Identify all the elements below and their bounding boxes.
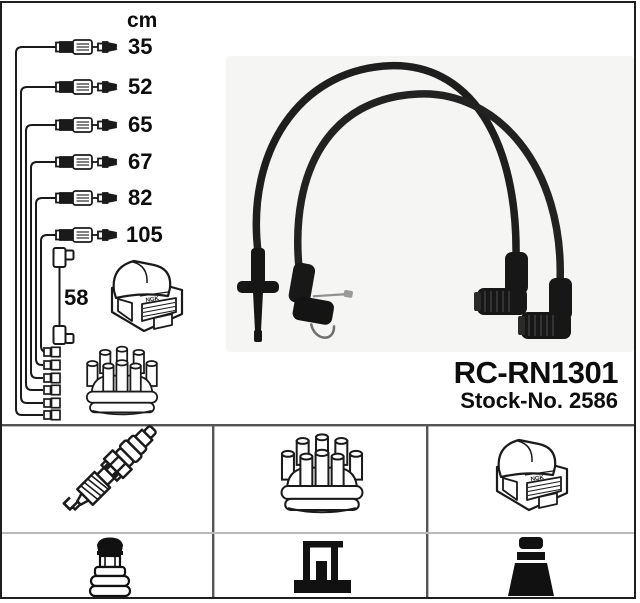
- coil-boot-icon: [508, 537, 554, 596]
- coil-lead-drawing: [52, 247, 75, 345]
- product-reference: RC-RN1301: [453, 355, 619, 390]
- ignition-coil-drawing: [110, 259, 184, 333]
- elbow-boot-1: [474, 252, 528, 315]
- stock-number: Stock-No. 2586: [460, 388, 618, 413]
- harness-bracket-lines: [15, 46, 57, 416]
- straight-boot: [237, 248, 279, 342]
- distributor-terminal-stubs: [43, 346, 61, 421]
- cable-length-label-6: 105: [126, 222, 163, 247]
- cable-length-label-5: 82: [128, 185, 153, 210]
- cable-row-drawings: [55, 39, 117, 243]
- coil-lead-length-label: 58: [64, 285, 89, 310]
- elbow-boot-2: [518, 278, 572, 339]
- cable-photo: [226, 56, 634, 352]
- cable-length-label-3: 65: [128, 112, 153, 137]
- ignition-coil-icon: [495, 438, 569, 512]
- cable-length-label-1: 35: [128, 34, 153, 59]
- outer-cable: [252, 62, 520, 262]
- spark-plug-boot-icon: [88, 537, 132, 598]
- legend-grid-lines: [0, 424, 636, 598]
- inner-cable: [294, 90, 564, 288]
- cable-length-label-2: 52: [128, 74, 153, 99]
- photo-background: [226, 56, 634, 352]
- unit-header: cm: [127, 9, 158, 32]
- distributor-cap-drawing: [85, 345, 159, 416]
- distributor-terminal-icon: [294, 541, 351, 593]
- cable-length-label-4: 67: [128, 149, 153, 174]
- length-diagram: [15, 39, 184, 421]
- angled-boot-with-clip: [288, 262, 353, 339]
- distributor-cap-icon: [280, 433, 364, 514]
- spark-plug-icon: [62, 425, 157, 511]
